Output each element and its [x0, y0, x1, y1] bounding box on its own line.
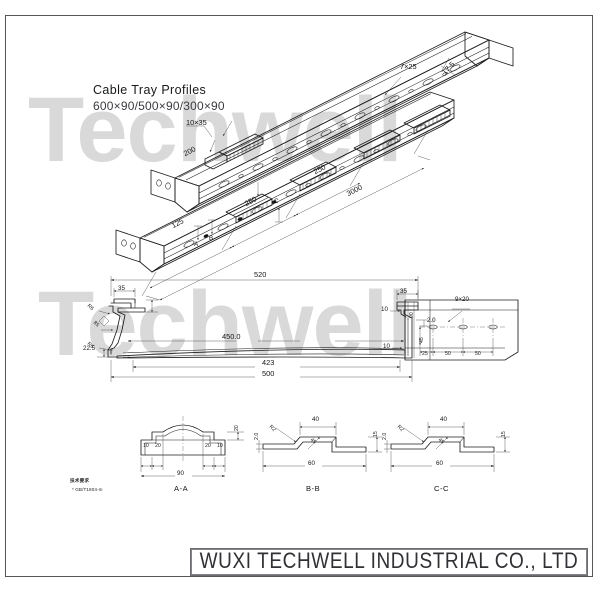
dim-lip-right-top: 10	[381, 306, 388, 313]
dim-lip-right-bottom: 10	[383, 343, 390, 350]
title-block: WUXI TECHWELL INDUSTRIAL CO., LTD	[190, 548, 588, 576]
drawing-frame	[5, 15, 593, 577]
dim-pitch-2: 50	[475, 351, 481, 357]
dim-cc-thickness: 2.0	[382, 432, 388, 440]
dim-cc-top-width: 40	[440, 416, 447, 423]
dim-thickness: 2.0	[427, 317, 436, 324]
company-name: WUXI TECHWELL INDUSTRIAL CO., LTD	[199, 549, 579, 574]
page-title: Cable Tray Profiles	[93, 83, 207, 97]
section-marker-b: B	[209, 235, 214, 242]
notes-heading: 技术要求	[70, 478, 90, 483]
dim-overall-top: 520	[254, 270, 267, 279]
dim-pitch-1: 50	[445, 351, 451, 357]
dim-aa-leg-right: 10	[217, 443, 223, 449]
dim-aa-leg-left: 10	[143, 443, 149, 449]
dim-flange-left: 35	[118, 285, 125, 292]
dim-bb-thickness: 2.0	[254, 432, 260, 440]
dim-hole-spec: 9×20	[455, 296, 469, 303]
notes-standard: * GB/T1804-m	[72, 487, 103, 492]
dim-bb-top-width: 40	[312, 416, 319, 423]
section-marker-c: C	[274, 198, 279, 205]
section-label-bb: B-B	[306, 484, 321, 493]
page-subtitle: 600×90/500×90/300×90	[93, 99, 225, 113]
dim-aa-height: 20	[234, 425, 240, 431]
dim-aa-web-left: 20	[155, 443, 161, 449]
dim-side-slot: 7×25	[400, 62, 417, 71]
dim-inner-length: 450.0	[222, 332, 241, 341]
dim-base-inner: 423	[262, 358, 275, 367]
dim-edge-dist: 25	[422, 351, 428, 357]
dim-bb-bottom-width: 60	[308, 460, 315, 467]
dim-bb-height: 15	[373, 431, 379, 437]
dim-plate-height: 90	[409, 312, 415, 318]
dim-base-outer: 500	[262, 369, 275, 378]
dim-height-left: 22.5	[83, 345, 96, 352]
dim-slot-rung: 10×35	[186, 118, 207, 127]
dim-plate-inner-height: 45	[419, 337, 425, 343]
dim-cc-height: 15	[501, 431, 507, 437]
section-label-aa: A-A	[174, 484, 189, 493]
dim-aa-web-right: 20	[205, 443, 211, 449]
dim-aa-overall: 90	[177, 470, 184, 477]
section-label-cc: C-C	[434, 484, 449, 493]
dim-flange-right: 35	[400, 288, 407, 295]
section-marker-a: A	[194, 241, 199, 248]
dim-cc-bottom-width: 60	[436, 460, 443, 467]
title-block-inner: WUXI TECHWELL INDUSTRIAL CO., LTD	[191, 549, 587, 575]
